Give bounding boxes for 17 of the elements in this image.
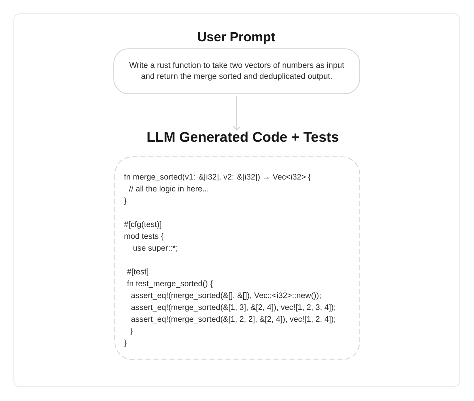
code-line: fn test_merge_sorted() {: [127, 280, 213, 288]
code-line: // all the logic in here...: [129, 186, 208, 194]
code-line: #[test]: [127, 268, 148, 276]
code-line: use super::*;: [134, 245, 178, 253]
code-line: }: [124, 340, 127, 348]
section-title: LLM Generated Code + Tests: [148, 132, 339, 142]
prompt-box: Write a rust function to take two vectors of numbers as input and return the merge sorted and deduplicated output.: [114, 48, 360, 94]
code-line: }: [130, 328, 133, 336]
arrow: [233, 96, 241, 131]
code-line: assert_eq!(merge_sorted(&[1, 3], &[2, 4]), vec![1, 2, 3, 4]);: [132, 304, 336, 312]
code-line: mod tests {: [124, 233, 164, 241]
code-line: fn merge_sorted(v1: &[i32], v2: &[i32]) → Vec<i32> {: [124, 174, 311, 182]
code-line: assert_eq!(merge_sorted(&[], &[]), Vec::<i32>::new());: [132, 292, 321, 300]
code-line: }: [124, 198, 127, 206]
code-line: assert_eq!(merge_sorted(&[1, 2, 2], &[2, 4]), vec![1, 2, 4]);: [132, 316, 336, 324]
section-title: User Prompt: [198, 32, 276, 44]
code-line: #[cfg(test)]: [124, 221, 162, 229]
